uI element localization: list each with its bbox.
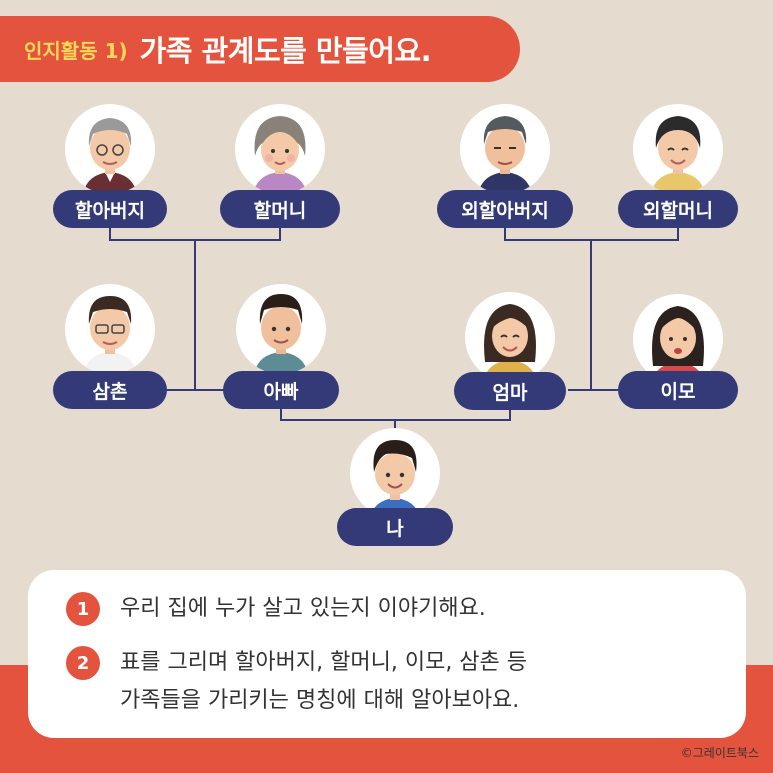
- step-2-text: 표를 그리며 할아버지, 할머니, 이모, 삼촌 등 가족들을 가리키는 명칭에…: [120, 644, 527, 720]
- uncle-avatar: [65, 284, 155, 374]
- me-avatar: [350, 428, 440, 518]
- title-prefix: 인지활동 1): [24, 38, 128, 63]
- grandmother-avatar: [235, 104, 325, 194]
- aunt-tag: 이모: [618, 371, 738, 409]
- grandfather-tag: 할아버지: [53, 190, 167, 228]
- step-1: 1 우리 집에 누가 살고 있는지 이야기해요.: [66, 592, 486, 628]
- grandmother-tag: 할머니: [220, 190, 340, 228]
- aunt-avatar: [633, 294, 723, 384]
- me-tag: 나: [337, 508, 453, 546]
- maternal-grandmother-avatar: [633, 104, 723, 194]
- instructions-card: 1 우리 집에 누가 살고 있는지 이야기해요. 2 표를 그리며 할아버지, …: [28, 570, 746, 738]
- step-2: 2 표를 그리며 할아버지, 할머니, 이모, 삼촌 등 가족들을 가리키는 명…: [66, 646, 527, 720]
- maternal-grandfather-tag: 외할아버지: [437, 190, 573, 228]
- grandfather-avatar: [65, 104, 155, 194]
- maternal-grandmother-tag: 외할머니: [618, 190, 738, 228]
- step-2-line-1: 표를 그리며 할아버지, 할머니, 이모, 삼촌 등: [120, 650, 528, 675]
- copyright: ©그레이트북스: [680, 746, 759, 760]
- step-1-number: 1: [66, 592, 100, 626]
- uncle-tag: 삼촌: [53, 371, 167, 409]
- step-1-text: 우리 집에 누가 살고 있는지 이야기해요.: [120, 596, 486, 621]
- father-tag: 아빠: [223, 371, 339, 409]
- page-title: 가족 관계도를 만들어요.: [139, 34, 432, 68]
- title-banner: 인지활동 1) 가족 관계도를 만들어요.: [0, 16, 520, 82]
- step-2-line-2: 가족들을 가리키는 명칭에 대해 알아보아요.: [120, 688, 520, 713]
- mother-avatar: [465, 292, 555, 382]
- mother-tag: 엄마: [454, 372, 566, 410]
- father-avatar: [236, 284, 326, 374]
- maternal-grandfather-avatar: [460, 104, 550, 194]
- step-2-number: 2: [66, 646, 100, 680]
